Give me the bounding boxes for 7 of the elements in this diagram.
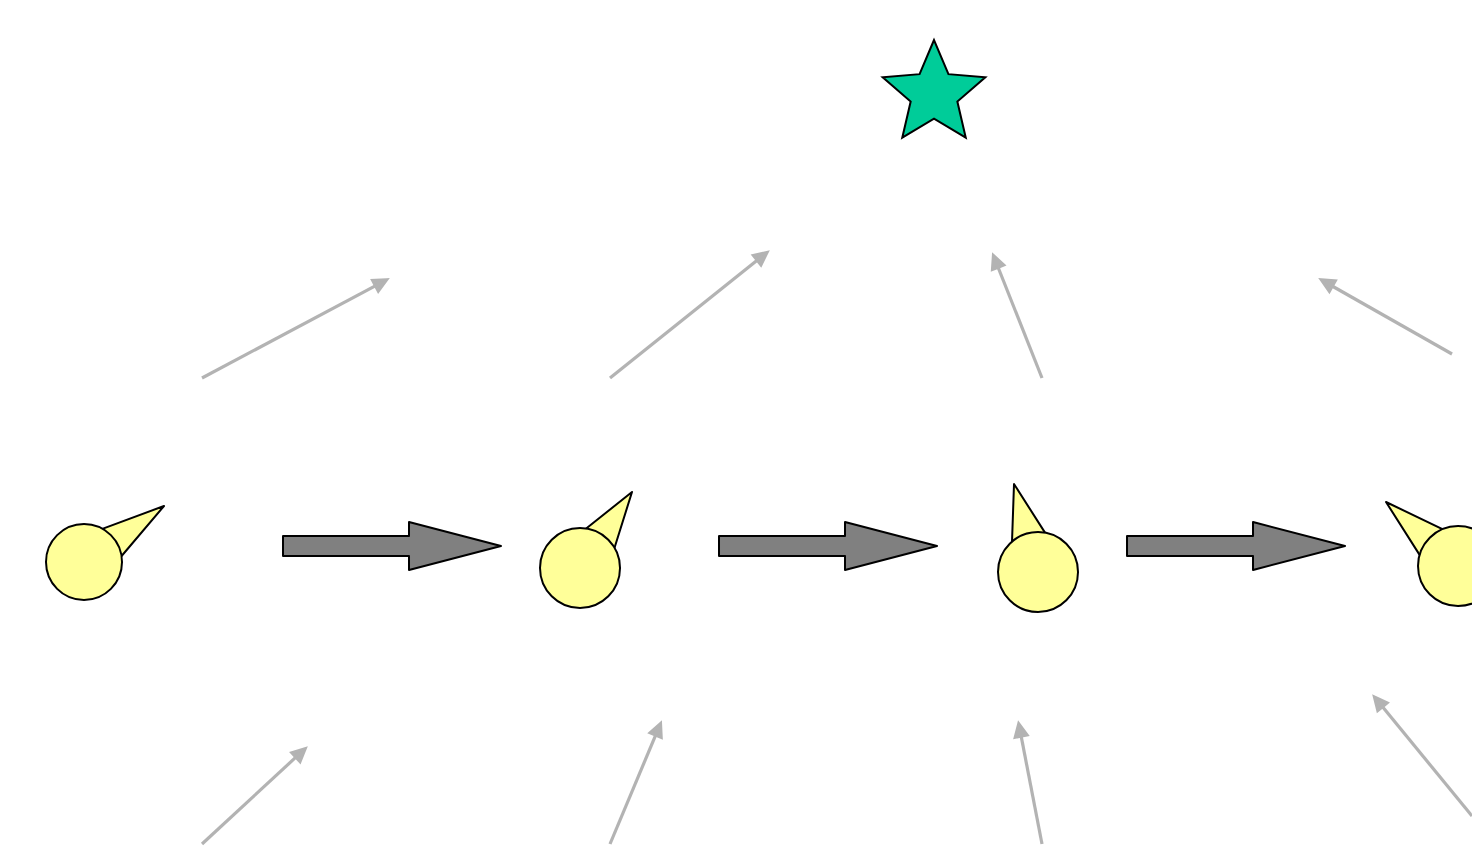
block-arrow bbox=[718, 521, 938, 571]
block-arrow bbox=[1126, 521, 1346, 571]
ball-drawing bbox=[1385, 501, 1472, 607]
ball-drawing bbox=[45, 505, 165, 601]
ball-drawing bbox=[539, 491, 633, 609]
block-arrow bbox=[282, 521, 502, 571]
ball-drawing bbox=[997, 483, 1079, 613]
